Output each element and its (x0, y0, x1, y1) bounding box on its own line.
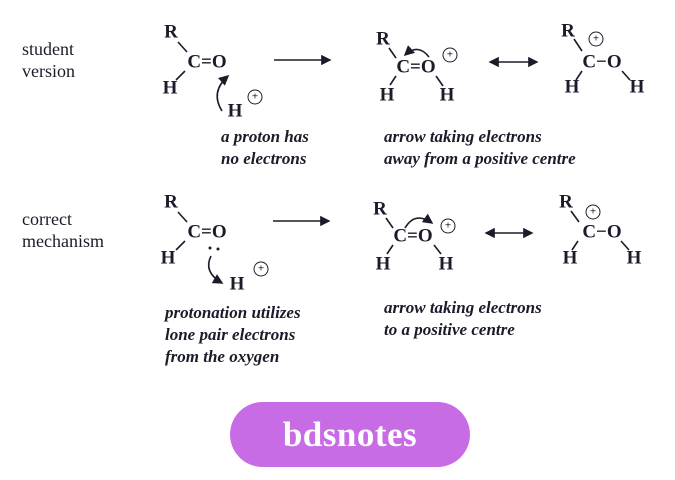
row-label-student-version: student version (22, 38, 75, 82)
atom-h: H (162, 77, 178, 99)
caption-line1: protonation utilizes (165, 303, 301, 322)
atom-r: R (559, 191, 573, 213)
curved-arrow-lonepair-to-proton-icon (207, 255, 224, 284)
plus-charge-icon: + (440, 218, 456, 234)
row-label-correct-mechanism: correct mechanism (22, 208, 104, 252)
row-label-line2: mechanism (22, 231, 104, 251)
plus-sign: + (444, 219, 452, 232)
plus-charge-icon: + (585, 204, 601, 220)
bond-r-c (385, 217, 394, 229)
atom-r: R (164, 21, 178, 43)
row-label-line1: student (22, 39, 74, 59)
bond-r-c (573, 38, 583, 52)
caption-line1: arrow taking electrons (384, 298, 542, 317)
atom-h: H (160, 247, 176, 269)
lone-pair-dot (208, 246, 212, 250)
plus-sign: + (592, 32, 600, 45)
atom-h: H (629, 76, 645, 98)
bond-r-c (177, 211, 188, 223)
atom-r: R (373, 198, 387, 220)
atoms-c-double-o: C=O (396, 56, 436, 78)
bdsnotes-logo-badge: bdsnotes (230, 402, 470, 467)
atom-h: H (379, 84, 395, 106)
row-label-line2: version (22, 61, 75, 81)
bond-r-c (177, 41, 188, 53)
atom-r: R (164, 191, 178, 213)
plus-sign: + (589, 205, 597, 218)
plus-sign: + (251, 90, 259, 103)
caption-line1: a proton has (221, 127, 309, 146)
bond-r-c (570, 210, 580, 223)
curved-arrow-proton-to-oxygen-icon (216, 74, 230, 112)
caption-line2: away from a positive centre (384, 149, 576, 168)
plus-charge-icon: + (253, 261, 269, 277)
caption-line2: to a positive centre (384, 320, 515, 339)
bond-c-h (175, 240, 186, 251)
caption-line2: lone pair electrons (165, 325, 296, 344)
bond-r-c (388, 47, 397, 59)
atom-h: H (439, 84, 455, 106)
atoms-c-double-o: C=O (187, 51, 227, 73)
atom-h: H (375, 253, 391, 275)
plus-charge-icon: + (247, 89, 263, 105)
atom-r: R (561, 20, 575, 42)
atom-h: H (626, 247, 642, 269)
caption-line3: from the oxygen (165, 347, 280, 366)
atom-h: H (564, 76, 580, 98)
atom-h-proton: H (227, 100, 243, 122)
atoms-c-double-o: C=O (393, 225, 433, 247)
caption-line2: no electrons (221, 149, 307, 168)
plus-charge-icon: + (588, 31, 604, 47)
caption-proton-no-electrons: a proton has no electrons (221, 126, 309, 170)
atoms-c-single-o: C−O (582, 221, 622, 243)
caption-arrow-to-positive: arrow taking electrons to a positive cen… (384, 297, 542, 341)
plus-sign: + (257, 262, 265, 275)
atoms-c-double-o: C=O (187, 221, 227, 243)
caption-line1: arrow taking electrons (384, 127, 542, 146)
atom-h: H (438, 253, 454, 275)
row-label-line1: correct (22, 209, 72, 229)
caption-arrow-away-positive: arrow taking electrons away from a posit… (384, 126, 576, 170)
atom-h: H (562, 247, 578, 269)
atoms-c-single-o: C−O (582, 51, 622, 73)
plus-sign: + (446, 48, 454, 61)
bdsnotes-logo-text: bdsnotes (282, 414, 418, 454)
atom-h-proton: H (229, 273, 245, 295)
atom-r: R (376, 28, 390, 50)
plus-charge-icon: + (442, 47, 458, 63)
caption-protonation-lone-pair: protonation utilizes lone pair electrons… (165, 302, 301, 368)
lone-pair-dot (216, 247, 220, 251)
